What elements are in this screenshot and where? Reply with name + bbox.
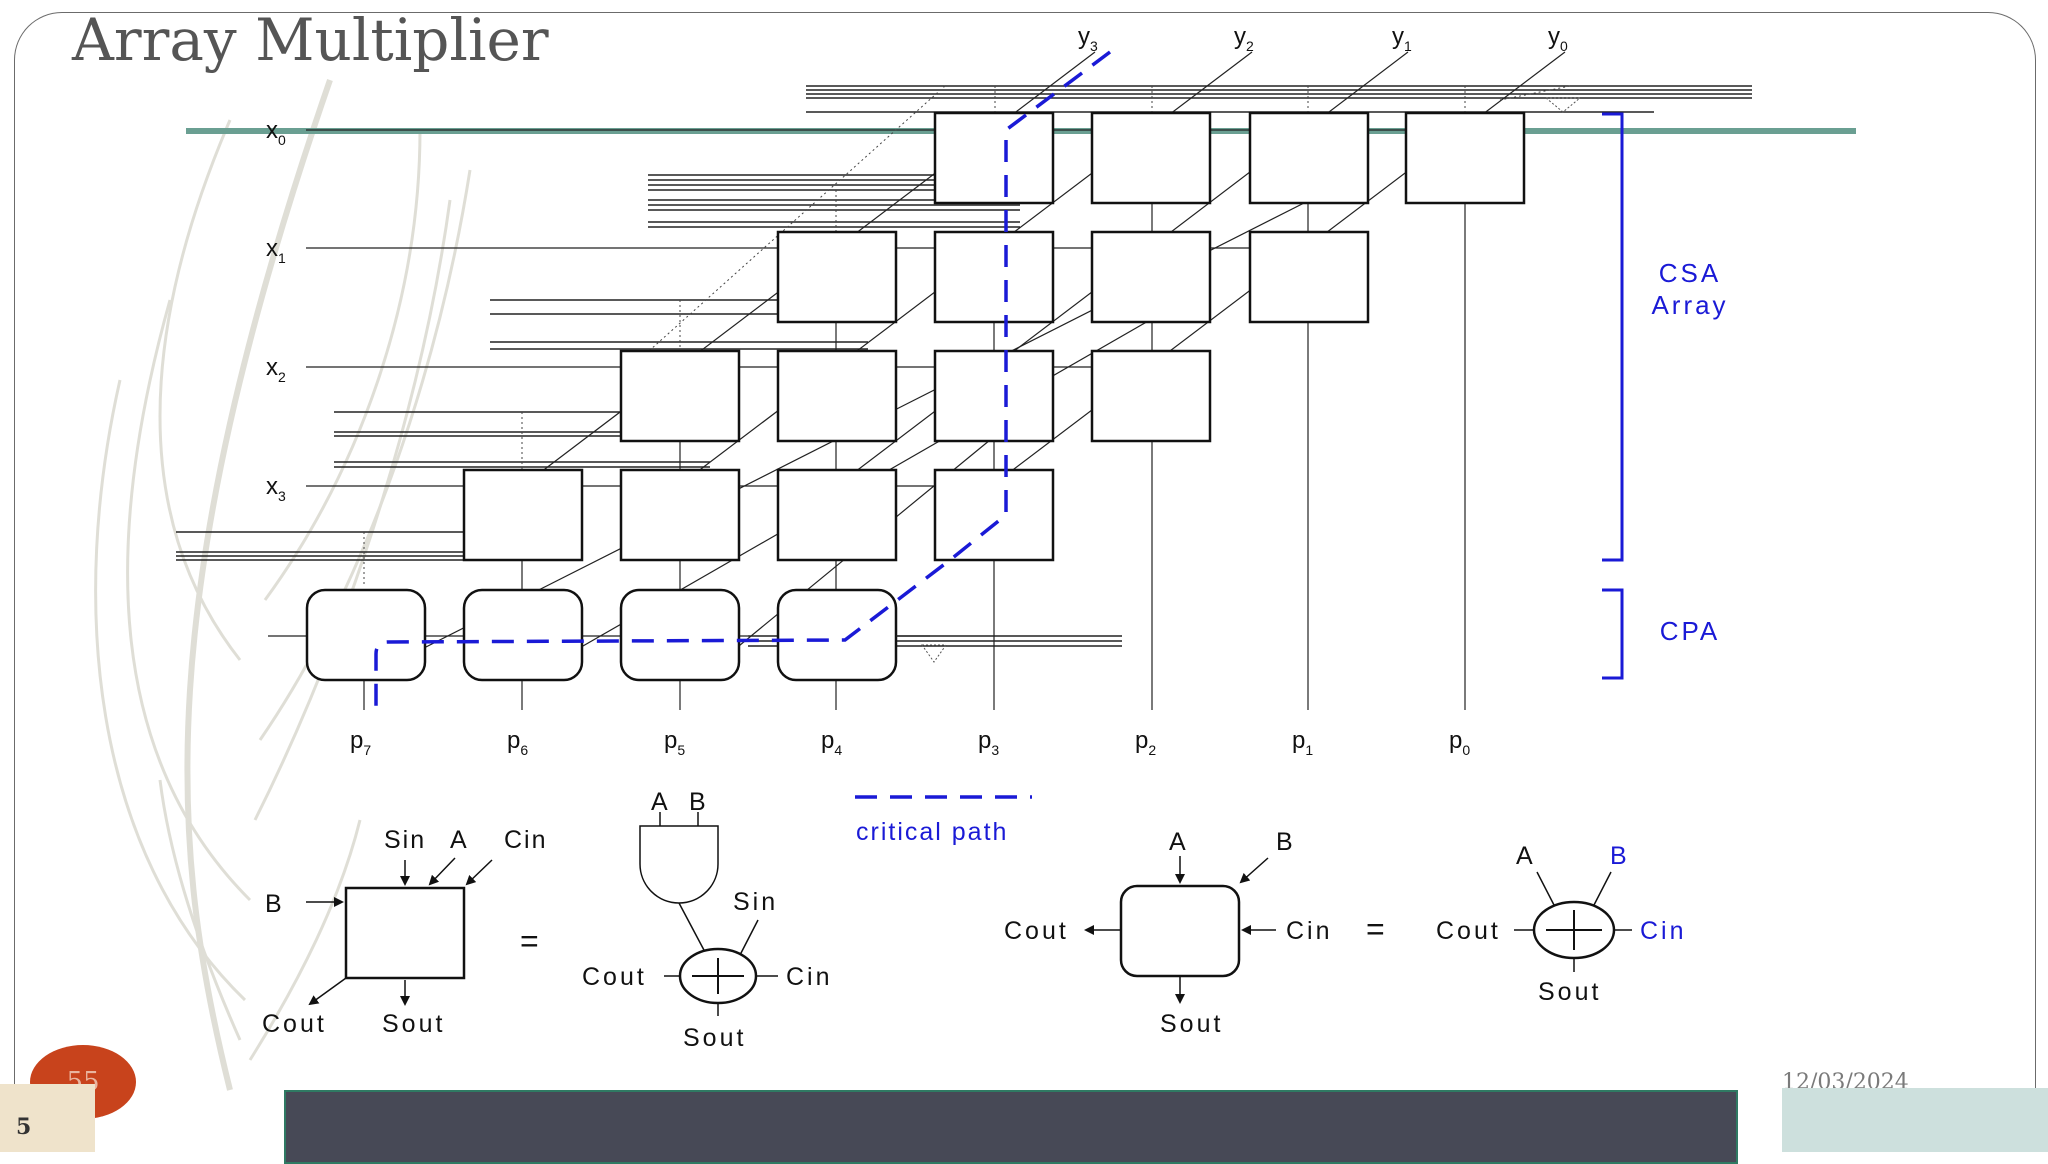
csa-cell [776, 468, 898, 562]
svg-text:Sin: Sin [733, 888, 778, 916]
slide-frame [14, 12, 2036, 1141]
dotted-triangle [1544, 97, 1582, 113]
csa-cell [619, 468, 741, 562]
csa-cell [1248, 111, 1370, 205]
svg-text:Sin: Sin [384, 826, 426, 854]
csa-cell [1090, 349, 1212, 443]
csa-array [462, 111, 1526, 562]
svg-text:Cin: Cin [504, 826, 548, 854]
legend-csa-cell: Sin A Cin B Cout Sout = [262, 826, 548, 1038]
svg-text:A: A [1169, 828, 1186, 856]
x-labels: x0 x1 x2 x3 [266, 117, 286, 504]
p-label: p4 [821, 727, 842, 758]
footer-right-panel [1782, 1088, 2048, 1152]
y-label: y1 [1392, 23, 1412, 54]
feather-watermark [94, 79, 472, 1091]
svg-text:B: B [265, 890, 282, 918]
p-labels: p7 p6 p5 p4 p3 p2 p1 p0 [350, 727, 1470, 758]
csa-cell [933, 468, 1055, 562]
csa-cell [933, 111, 1055, 205]
dotted-triangle [921, 644, 947, 663]
cpa-cell [462, 588, 584, 682]
svg-text:A: A [450, 826, 467, 854]
csa-cell [933, 230, 1055, 324]
cpa-label: CPA [1660, 616, 1721, 646]
svg-text:B: B [1276, 828, 1293, 856]
p-label: p6 [507, 727, 528, 758]
svg-text:A: A [651, 788, 668, 816]
p-label: p3 [978, 727, 999, 758]
csa-label: CSA [1659, 258, 1721, 288]
p-label: p2 [1135, 727, 1156, 758]
legend-cpa-cell: A B Cout Cin Sout = [1004, 828, 1385, 1038]
x-label: x0 [266, 117, 286, 148]
svg-text:B: B [1610, 842, 1627, 870]
svg-text:Cout: Cout [1436, 917, 1501, 945]
csa-cell [933, 349, 1055, 443]
csa-cell [1090, 230, 1212, 324]
svg-text:Sout: Sout [1538, 978, 1601, 1006]
legend-cpa-gate: A B Cout Cin Sout [1436, 842, 1687, 1006]
csa-cell [1090, 111, 1212, 205]
svg-text:Sout: Sout [382, 1010, 445, 1038]
svg-text:Sout: Sout [683, 1024, 746, 1052]
svg-text:Cin: Cin [1640, 917, 1687, 945]
slide-title: Array Multiplier [72, 6, 549, 74]
vertical-connectors [363, 203, 1466, 710]
x-label: x1 [266, 235, 286, 266]
y-label: y2 [1234, 23, 1254, 54]
csa-cell [1404, 111, 1526, 205]
corner-number-tab: 5 [0, 1084, 95, 1152]
csa-cell [1248, 230, 1370, 324]
p-label: p7 [350, 727, 371, 758]
svg-text:Cout: Cout [582, 963, 647, 991]
svg-text:Cout: Cout [262, 1010, 327, 1038]
x-label: x3 [266, 473, 286, 504]
svg-text:Cin: Cin [786, 963, 833, 991]
csa-bracket [1602, 112, 1624, 562]
cpa-cell [305, 588, 427, 682]
csa-cell [776, 349, 898, 443]
legend-csa-gate: A B Sin Cout Cin Sout [582, 788, 833, 1052]
critical-path [374, 50, 1112, 708]
dotted-sum-lines [363, 85, 1571, 586]
svg-text:A: A [1516, 842, 1533, 870]
svg-text:B: B [689, 788, 706, 816]
svg-text:=: = [1366, 911, 1385, 947]
critical-path-label: critical path [856, 818, 1008, 846]
csa-label: Array [1651, 290, 1728, 320]
y-labels: y3 y2 y1 y0 [1078, 23, 1568, 54]
cpa-cell [619, 588, 741, 682]
svg-text:=: = [520, 923, 539, 959]
p-label: p0 [1449, 727, 1470, 758]
cpa-row [305, 588, 898, 682]
footer-bar [284, 1090, 1738, 1164]
y-label: y3 [1078, 23, 1098, 54]
svg-text:Cin: Cin [1286, 917, 1333, 945]
cpa-bracket [1602, 588, 1624, 680]
csa-cell [619, 349, 741, 443]
csa-cell [776, 230, 898, 324]
csa-cell [462, 468, 584, 562]
svg-text:Sout: Sout [1160, 1010, 1223, 1038]
y-label: y0 [1548, 23, 1568, 54]
cpa-cell [776, 588, 898, 682]
svg-text:Cout: Cout [1004, 917, 1069, 945]
p-label: p5 [664, 727, 685, 758]
x-label: x2 [266, 354, 286, 385]
p-label: p1 [1292, 727, 1313, 758]
